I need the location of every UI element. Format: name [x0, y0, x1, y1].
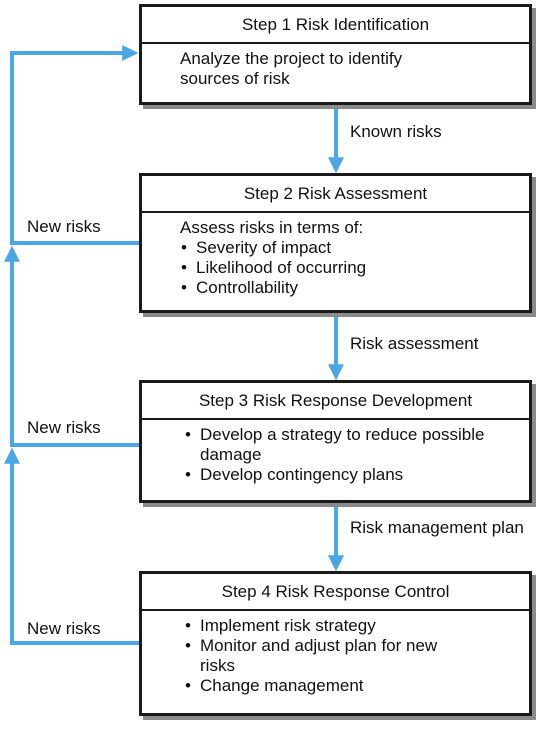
feedback-arrow-step4: [4, 447, 139, 645]
step-2-intro: Assess risks in terms of:: [180, 218, 364, 237]
step-4-bullet-list: Implement risk strategy Monitor and adju…: [184, 616, 449, 696]
step-4-box: Step 4 Risk Response Control Implement r…: [139, 571, 532, 716]
label-known-risks: Known risks: [350, 122, 442, 141]
step-3-title: Step 3 Risk Response Development: [142, 383, 529, 420]
step-4-body: Implement risk strategy Monitor and adju…: [142, 611, 529, 696]
label-new-risks-3: New risks: [27, 619, 101, 638]
step-4-title: Step 4 Risk Response Control: [142, 574, 529, 611]
bullet-item: Change management: [184, 676, 449, 696]
label-new-risks-2: New risks: [27, 418, 101, 437]
bullet-item: Implement risk strategy: [184, 616, 449, 636]
step-1-body-line: Analyze the project to identify: [180, 49, 403, 68]
step-2-bullet-list: Severity of impact Likelihood of occurri…: [180, 238, 529, 298]
step-3-bullet-list: Develop a strategy to reduce possible da…: [184, 425, 489, 485]
label-risk-assessment: Risk assessment: [350, 334, 479, 353]
step-1-body: Analyze the project to identify sources …: [142, 44, 529, 89]
step-1-box: Step 1 Risk Identification Analyze the p…: [139, 4, 532, 105]
step-1-title: Step 1 Risk Identification: [142, 7, 529, 44]
step-3-box: Step 3 Risk Response Development Develop…: [139, 380, 532, 503]
label-new-risks-1: New risks: [27, 217, 101, 236]
bullet-item: Likelihood of occurring: [180, 258, 529, 278]
bullet-item: Monitor and adjust plan for new risks: [184, 636, 449, 676]
feedback-arrow-step2: [10, 45, 139, 245]
bullet-item: Severity of impact: [180, 238, 529, 258]
step-2-body: Assess risks in terms of: Severity of im…: [142, 213, 529, 298]
step-2-box: Step 2 Risk Assessment Assess risks in t…: [139, 173, 532, 313]
feedback-arrow-step3: [4, 245, 139, 447]
step-1-body-line: sources of risk: [180, 69, 290, 88]
label-risk-management-plan: Risk management plan: [350, 518, 524, 537]
bullet-item: Develop contingency plans: [184, 465, 489, 485]
step-3-body: Develop a strategy to reduce possible da…: [142, 420, 529, 485]
bullet-item: Controllability: [180, 278, 529, 298]
bullet-item: Develop a strategy to reduce possible da…: [184, 425, 489, 465]
step-2-title: Step 2 Risk Assessment: [142, 176, 529, 213]
